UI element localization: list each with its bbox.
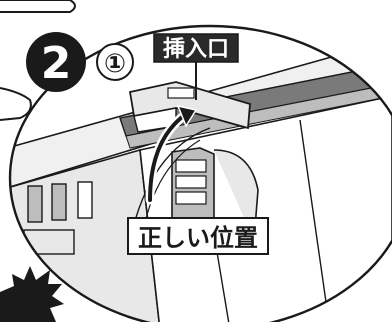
correct-position-label: 正しい位置 bbox=[127, 217, 269, 255]
insert-card bbox=[128, 81, 251, 133]
starburst-icon bbox=[0, 266, 64, 322]
insertion-arrow-icon bbox=[145, 104, 198, 205]
step-number: 2 bbox=[41, 38, 72, 89]
background-outline bbox=[0, 0, 76, 121]
sub-step-badge: ① bbox=[96, 43, 134, 81]
insertion-port-text: 挿入口 bbox=[163, 37, 229, 62]
step-badge: 2 bbox=[26, 32, 86, 92]
correct-position-text: 正しい位置 bbox=[138, 224, 258, 252]
sub-step-number: ① bbox=[104, 49, 126, 79]
insertion-port-label: 挿入口 bbox=[153, 33, 239, 63]
